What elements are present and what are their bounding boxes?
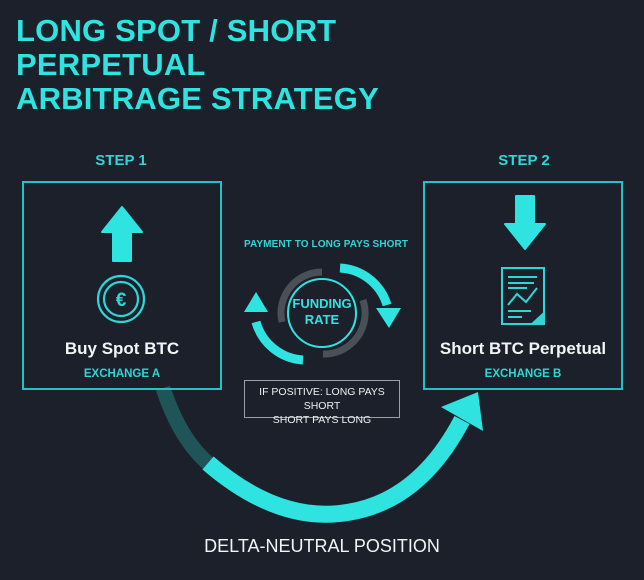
svg-text:€: € <box>116 290 127 311</box>
title-line-3: ARBITRAGE STRATEGY <box>16 81 379 116</box>
step-1-card: Buy Spot BTC EXCHANGE A <box>22 181 222 390</box>
step-2-card: Short BTC Perpetual EXCHANGE B <box>423 181 623 390</box>
step-2-action: Short BTC Perpetual <box>439 339 607 358</box>
step-1-action: Buy Spot BTC <box>64 339 180 358</box>
funding-note-box: IF POSITIVE: LONG PAYS SHORT SHORT PAYS … <box>244 380 400 426</box>
delta-neutral-arc-arrow <box>155 385 483 523</box>
step-2-label: STEP 2 <box>498 152 550 169</box>
step-1-label: STEP 1 <box>95 152 147 169</box>
title-line-2: PERPETUAL <box>16 47 206 82</box>
step-1-exchange: EXCHANGE A <box>83 368 161 380</box>
funding-cycle-graphic <box>244 263 401 365</box>
funding-rate-line-2: RATE <box>304 312 340 327</box>
delta-neutral-label: DELTA-NEUTRAL POSITION <box>204 536 440 556</box>
funding-rate-label: FUNDING RATE <box>282 296 362 328</box>
arrow-up-icon <box>101 206 143 262</box>
funding-note-line-1: IF POSITIVE: LONG PAYS SHORT <box>259 386 385 412</box>
funding-rate-line-1: FUNDING <box>292 296 352 311</box>
step-2-exchange: EXCHANGE B <box>484 368 562 380</box>
funding-note-line-2: SHORT PAYS LONG <box>272 414 372 426</box>
title-line-1: LONG SPOT / SHORT <box>16 13 337 48</box>
arrow-down-icon <box>504 195 546 250</box>
payment-label: PAYMENT TO LONG PAYS SHORT <box>243 239 409 250</box>
coin-icon: € <box>96 274 146 324</box>
contract-document-icon <box>501 267 545 325</box>
diagram-title: LONG SPOT / SHORT PERPETUAL ARBITRAGE ST… <box>16 14 379 116</box>
